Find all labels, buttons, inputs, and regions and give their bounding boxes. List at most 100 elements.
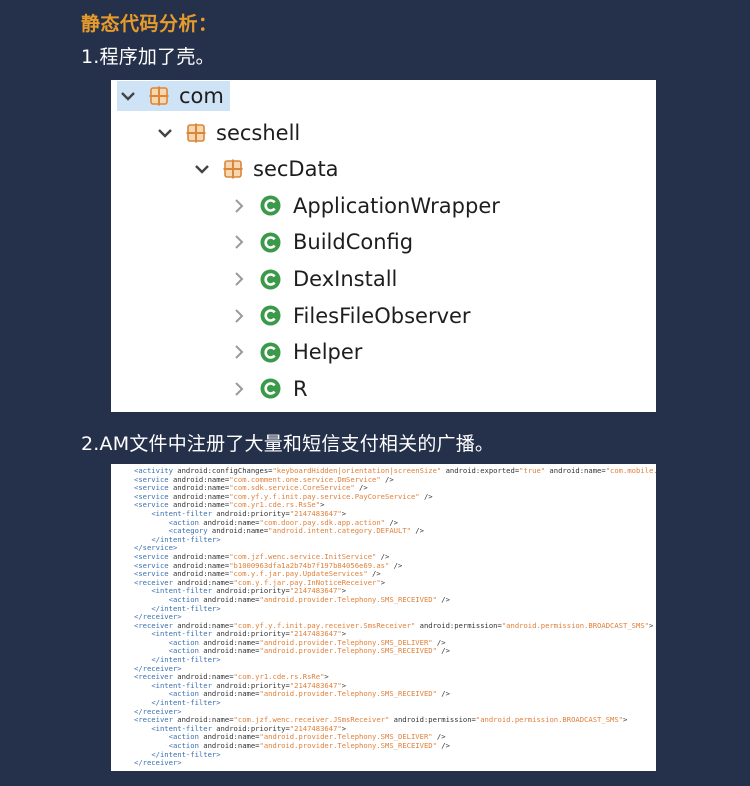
code-token-plain: > [623, 715, 628, 725]
code-token-attr: android:name= [198, 637, 260, 647]
code-token-val: "android.permission.BROADCAST_SMS" [475, 715, 624, 725]
code-token-plain: > [341, 586, 347, 596]
code-token-tag: <category [168, 526, 208, 536]
code-token-val: "com.y.f.jar.pay.UpdateServices" [229, 569, 368, 579]
tree-node-filesfileobserver[interactable]: FilesFileObserver [228, 300, 477, 332]
code-token-tag: <service [134, 560, 169, 570]
tree-node-secshell[interactable]: secshell [154, 117, 306, 149]
code-token-attr: android:name= [172, 577, 234, 587]
code-token-val: "com.yr1.cde.rs.RsRe" [233, 672, 325, 682]
tree-node-label: R [293, 376, 308, 401]
code-token-val: "com.jzf.wenc.service.InitService" [229, 551, 377, 561]
code-token-plain: > [341, 508, 347, 518]
code-token-val: "com.comment.one.service.DmService" [229, 474, 381, 484]
class-icon [260, 305, 281, 326]
package-icon [223, 159, 243, 179]
tree-node-label: Helper [293, 340, 363, 365]
section-heading: 静态代码分析： [81, 13, 218, 35]
code-token-tag: <service [134, 569, 169, 579]
code-token-val: "android.provider.Telephony.SMS_DELIVER" [259, 637, 433, 647]
code-token-tag: <intent-filter [151, 508, 212, 518]
code-token-tag: <service [134, 474, 169, 484]
code-token-attr: android:name= [198, 594, 260, 604]
code-line: <action android:name="com.door.pay.sdk.a… [111, 518, 656, 528]
code-token-plain: > [380, 577, 386, 587]
code-line: <receiver android:name="com.yf.y.f.init.… [111, 620, 656, 631]
code-token-attr: android:name= [168, 500, 230, 510]
code-token-tag: </receiver> [134, 663, 182, 673]
code-line: </receiver> [111, 612, 656, 622]
point-2-title: 2.AM文件中注册了大量和短信支付相关的广播。 [81, 433, 495, 455]
code-token-val: "android.provider.Telephony.SMS_RECEIVED… [259, 689, 437, 699]
code-token-tag: <service [134, 551, 169, 561]
code-token-tag: </service> [134, 543, 178, 553]
code-token-attr: android:priority= [211, 723, 290, 733]
tree-node-label: FilesFileObserver [293, 303, 471, 328]
code-token-attr: android:name= [172, 715, 234, 725]
tree-node-content[interactable]: DexInstall [228, 264, 403, 294]
package-icon [186, 123, 206, 143]
tree-node-secdata[interactable]: secData [191, 153, 345, 185]
code-token-tag: <action [168, 741, 199, 750]
tree-node-content[interactable]: com [117, 81, 230, 111]
tree-node-buildconfig[interactable]: BuildConfig [228, 226, 419, 258]
tree-node-content[interactable]: R [228, 374, 314, 404]
chevron-down-icon[interactable] [117, 85, 139, 107]
code-token-attr: android:permission= [389, 715, 476, 725]
code-token-tag: <receiver [134, 715, 173, 725]
code-token-val: "android.intent.category.DEFAULT" [268, 526, 411, 536]
code-token-attr: android:name= [168, 569, 230, 579]
code-token-tag: <receiver [134, 577, 173, 587]
code-token-tag: <intent-filter [151, 723, 212, 733]
class-icon [260, 342, 281, 363]
tree-node-r[interactable]: R [228, 373, 314, 405]
code-token-plain: /> [432, 637, 446, 647]
code-token-plain: /> [410, 526, 424, 536]
code-token-val: "2147483647" [289, 629, 342, 639]
tree-node-content[interactable]: FilesFileObserver [228, 301, 477, 331]
code-token-plain: /> [436, 689, 450, 699]
code-token-attr: android:priority= [211, 508, 290, 518]
chevron-right-icon[interactable] [228, 231, 250, 253]
code-line: <service android:name="b1000963dfa1a2b74… [111, 560, 656, 571]
tree-node-dexinstall[interactable]: DexInstall [228, 263, 403, 295]
code-token-val: "2147483647" [289, 508, 342, 518]
tree-node-content[interactable]: Helper [228, 337, 368, 367]
code-line: </receiver> [111, 707, 656, 717]
tree-node-content[interactable]: ApplicationWrapper [228, 191, 506, 221]
code-token-plain: /> [376, 551, 390, 561]
code-token-val: "keyboardHidden|orientation|screenSize" [272, 466, 442, 475]
tree-node-label: DexInstall [293, 267, 398, 291]
tree-node-content[interactable]: BuildConfig [228, 227, 419, 257]
chevron-right-icon[interactable] [228, 268, 250, 290]
code-token-tag: </intent-filter> [151, 698, 221, 708]
chevron-right-icon[interactable] [228, 195, 250, 217]
tree-node-helper[interactable]: Helper [228, 336, 368, 368]
class-icon [260, 232, 281, 253]
code-token-plain: /> [354, 483, 368, 493]
chevron-right-icon[interactable] [228, 305, 250, 327]
tree-node-content[interactable]: secData [191, 154, 345, 184]
tree-node-applicationwrapper[interactable]: ApplicationWrapper [228, 190, 506, 222]
code-token-val: "com.yf.y.f.init.pay.receiver.SmsReceive… [233, 620, 416, 630]
tree-node-label: BuildConfig [293, 230, 414, 255]
tree-node-com[interactable]: com [117, 80, 230, 112]
chevron-down-icon[interactable] [191, 158, 213, 180]
code-token-attr: android:permission= [415, 620, 502, 630]
chevron-right-icon[interactable] [228, 378, 250, 400]
tree-node-content[interactable]: secshell [154, 118, 306, 148]
manifest-xml-code-view: <activity android:configChanges="keyboar… [111, 464, 656, 771]
code-token-val: "b1000963dfa1a2b74b7f197b84056e69.as" [229, 560, 390, 570]
code-line: <intent-filter android:priority="2147483… [111, 681, 656, 691]
code-token-attr: android:name= [168, 474, 230, 484]
code-token-plain: /> [380, 474, 394, 484]
tree-node-label: secData [253, 157, 339, 182]
chevron-down-icon[interactable] [154, 122, 176, 144]
code-token-attr: android:priority= [211, 629, 290, 639]
code-line: <receiver android:name="com.yr1.cde.rs.R… [111, 672, 656, 682]
chevron-right-icon[interactable] [228, 341, 250, 363]
code-line: </intent-filter> [111, 604, 656, 614]
code-line: <action android:name="android.provider.T… [111, 594, 656, 605]
code-token-tag: <service [134, 491, 169, 501]
code-token-val: "true" [519, 466, 546, 475]
